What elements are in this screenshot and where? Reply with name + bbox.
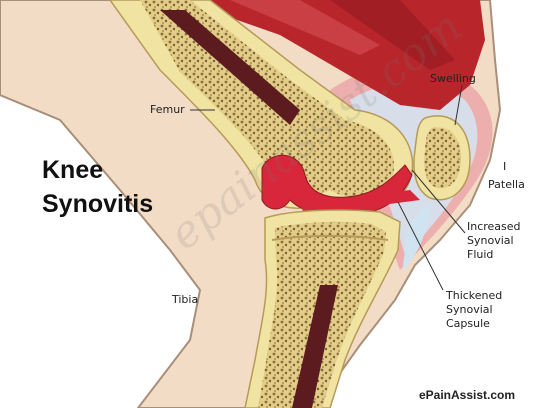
patella-label: Patella (488, 178, 525, 191)
fluid-label-line3: Fluid (467, 248, 493, 261)
femur-label: Femur (150, 103, 185, 116)
diagram-title-line2: Synovitis (42, 190, 153, 219)
fluid-label-line2: Synovial (467, 234, 514, 247)
capsule-label-line2: Synovial (446, 303, 493, 316)
diagram-title-line1: Knee (42, 156, 103, 185)
capsule-label-line3: Capsule (446, 317, 490, 330)
capsule-label-line1: Thickened (446, 289, 502, 302)
patella-marker: I (503, 160, 506, 173)
credit-text: ePainAssist.com (419, 388, 515, 402)
tibia-label: Tibia (172, 293, 198, 306)
swelling-label: Swelling (430, 72, 476, 85)
fluid-label-line1: Increased (467, 220, 521, 233)
